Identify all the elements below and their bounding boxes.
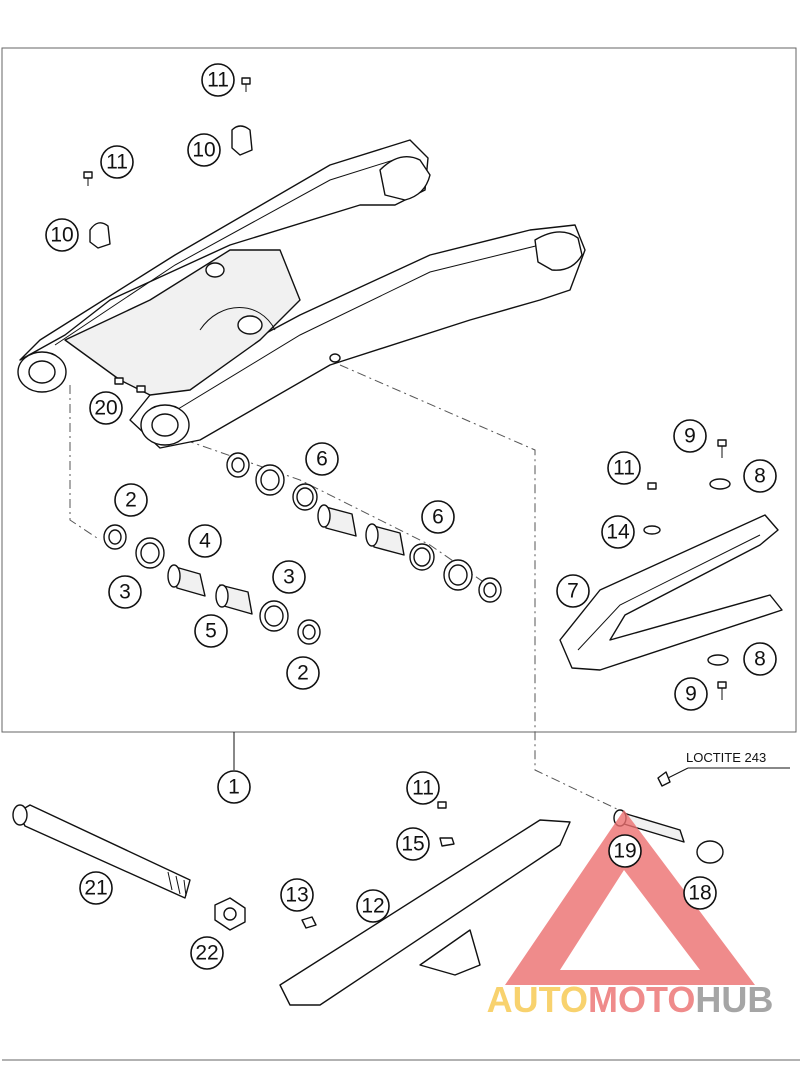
callout-6: 6 <box>421 500 455 534</box>
svg-text:8: 8 <box>754 465 766 488</box>
swingarm <box>17 139 586 449</box>
callout-11: 11 <box>406 771 440 805</box>
watermark-text: AUTOMOTOHUB <box>487 979 774 1020</box>
watermark-hub: HUB <box>695 979 773 1020</box>
callout-10: 10 <box>187 133 221 167</box>
svg-text:3: 3 <box>119 581 131 604</box>
callout-18: 18 <box>683 876 717 910</box>
callout-8: 8 <box>743 642 777 676</box>
svg-text:20: 20 <box>94 397 117 420</box>
svg-text:21: 21 <box>84 877 107 900</box>
watermark-logo: AUTOMOTOHUB <box>487 810 774 1020</box>
svg-text:8: 8 <box>754 648 766 671</box>
callout-9: 9 <box>673 419 707 453</box>
callout-4: 4 <box>188 524 222 558</box>
svg-text:4: 4 <box>199 530 211 553</box>
svg-text:11: 11 <box>613 457 635 480</box>
svg-text:3: 3 <box>283 566 295 589</box>
svg-text:12: 12 <box>361 895 384 918</box>
callout-7: 7 <box>556 574 590 608</box>
svg-text:6: 6 <box>432 506 444 529</box>
callout-3: 3 <box>108 575 142 609</box>
svg-text:11: 11 <box>207 69 229 92</box>
svg-text:19: 19 <box>613 840 636 863</box>
callout-15: 15 <box>396 827 430 861</box>
diagram-frames <box>1 47 800 1061</box>
callout-22: 22 <box>190 936 224 970</box>
svg-text:13: 13 <box>285 884 308 907</box>
callout-13: 13 <box>280 878 314 912</box>
svg-text:1: 1 <box>228 776 240 799</box>
callout-5: 5 <box>194 614 228 648</box>
pivot-bearings <box>103 452 502 645</box>
callout-14: 14 <box>601 515 635 549</box>
svg-text:7: 7 <box>567 580 579 603</box>
callout-11: 11 <box>201 63 235 97</box>
svg-text:18: 18 <box>688 882 711 905</box>
hardware-top <box>83 77 253 393</box>
svg-text:6: 6 <box>316 448 328 471</box>
callout-20: 20 <box>89 391 123 425</box>
callout-21: 21 <box>79 871 113 905</box>
callout-1: 1 <box>217 770 251 804</box>
callout-11: 11 <box>607 451 641 485</box>
callout-10: 10 <box>45 218 79 252</box>
callout-2: 2 <box>114 483 148 517</box>
svg-text:2: 2 <box>297 662 309 685</box>
svg-text:11: 11 <box>412 777 434 800</box>
callout-9: 9 <box>674 677 708 711</box>
watermark-auto: AUTO <box>487 979 588 1020</box>
callout-group: 11 10 11 10 20 2 3 4 5 3 2 6 6 9 11 8 14… <box>45 63 777 970</box>
watermark-triangle <box>505 810 755 985</box>
callout-2: 2 <box>286 656 320 690</box>
callout-6: 6 <box>305 442 339 476</box>
svg-text:9: 9 <box>684 425 696 448</box>
svg-text:14: 14 <box>606 521 630 544</box>
chain-slider <box>559 439 783 700</box>
callout-3: 3 <box>272 560 306 594</box>
svg-text:10: 10 <box>192 139 215 162</box>
svg-text:11: 11 <box>106 151 128 174</box>
callout-19: 19 <box>608 834 642 868</box>
svg-text:15: 15 <box>401 833 424 856</box>
svg-text:9: 9 <box>685 683 697 706</box>
callout-8: 8 <box>743 459 777 493</box>
svg-text:10: 10 <box>50 224 73 247</box>
svg-text:2: 2 <box>125 489 137 512</box>
loctite-annotation: LOCTITE 243 <box>686 750 766 765</box>
svg-text:22: 22 <box>195 942 218 965</box>
callout-11: 11 <box>100 145 134 179</box>
svg-text:5: 5 <box>205 620 217 643</box>
callout-12: 12 <box>356 889 390 923</box>
watermark-moto: MOTO <box>588 979 695 1020</box>
